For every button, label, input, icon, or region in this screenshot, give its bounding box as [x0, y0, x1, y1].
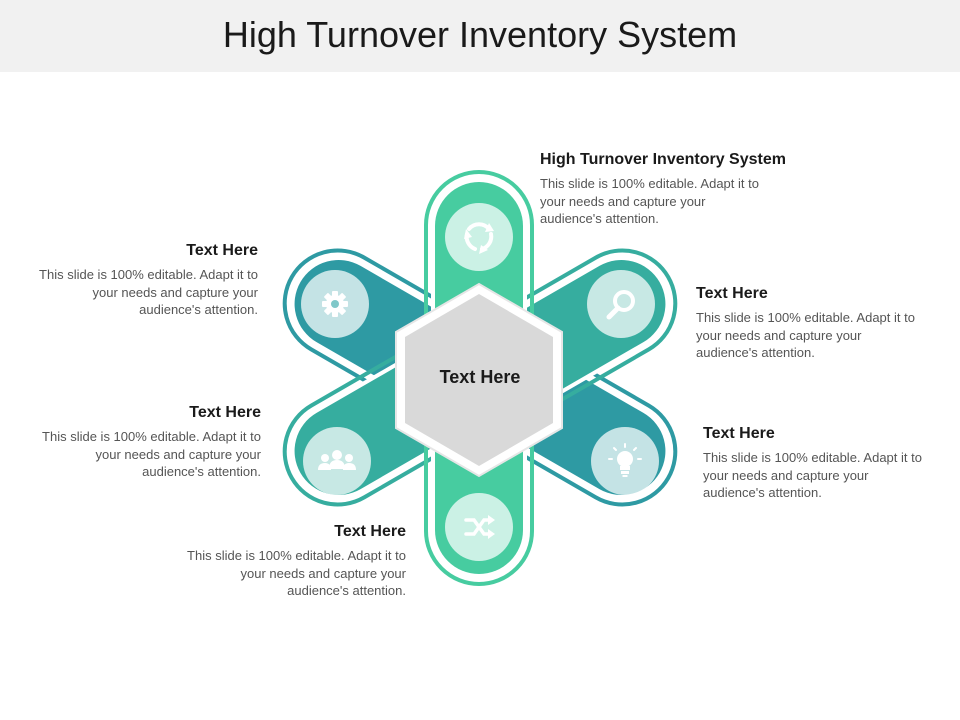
slide-title: High Turnover Inventory System — [222, 14, 738, 55]
recycle-icon — [464, 222, 494, 254]
icon-circle-upper-left — [301, 270, 369, 338]
center-hexagon — [395, 282, 563, 478]
callout-lower-left: Text Here This slide is 100% editable. A… — [36, 404, 261, 481]
title-bar: High Turnover Inventory System — [0, 0, 960, 72]
callout-body: This slide is 100% editable. Adapt it to… — [42, 429, 261, 479]
users-icon — [318, 450, 356, 470]
callout-body: This slide is 100% editable. Adapt it to… — [39, 267, 258, 317]
gear-icon — [322, 291, 348, 317]
callout-heading: Text Here — [334, 523, 406, 540]
callout-heading: Text Here — [186, 242, 258, 259]
callout-heading: High Turnover Inventory System — [540, 151, 786, 168]
shuffle-icon — [464, 515, 495, 539]
icon-circle-upper-right — [587, 270, 655, 338]
callout-lower-right: Text Here This slide is 100% editable. A… — [703, 425, 928, 502]
icon-circle-lower-right — [591, 427, 659, 495]
icon-circle-lower-left — [303, 427, 371, 495]
icon-circle-bottom — [445, 493, 513, 561]
search-icon — [606, 290, 635, 320]
callout-heading: Text Here — [189, 404, 261, 421]
callout-body: This slide is 100% editable. Adapt it to… — [703, 450, 922, 500]
callout-heading: Text Here — [703, 425, 775, 442]
callout-upper-left: Text Here This slide is 100% editable. A… — [33, 242, 258, 319]
callout-body: This slide is 100% editable. Adapt it to… — [540, 176, 759, 226]
callout-upper-right: Text Here This slide is 100% editable. A… — [696, 285, 921, 362]
callout-bottom: Text Here This slide is 100% editable. A… — [181, 523, 406, 600]
callout-heading: Text Here — [696, 285, 768, 302]
callout-top: High Turnover Inventory System This slid… — [540, 151, 786, 228]
icon-circle-top — [445, 203, 513, 271]
callout-body: This slide is 100% editable. Adapt it to… — [696, 310, 915, 360]
center-label: Text Here — [439, 367, 521, 387]
lightbulb-icon — [608, 443, 642, 477]
callout-body: This slide is 100% editable. Adapt it to… — [187, 548, 406, 598]
